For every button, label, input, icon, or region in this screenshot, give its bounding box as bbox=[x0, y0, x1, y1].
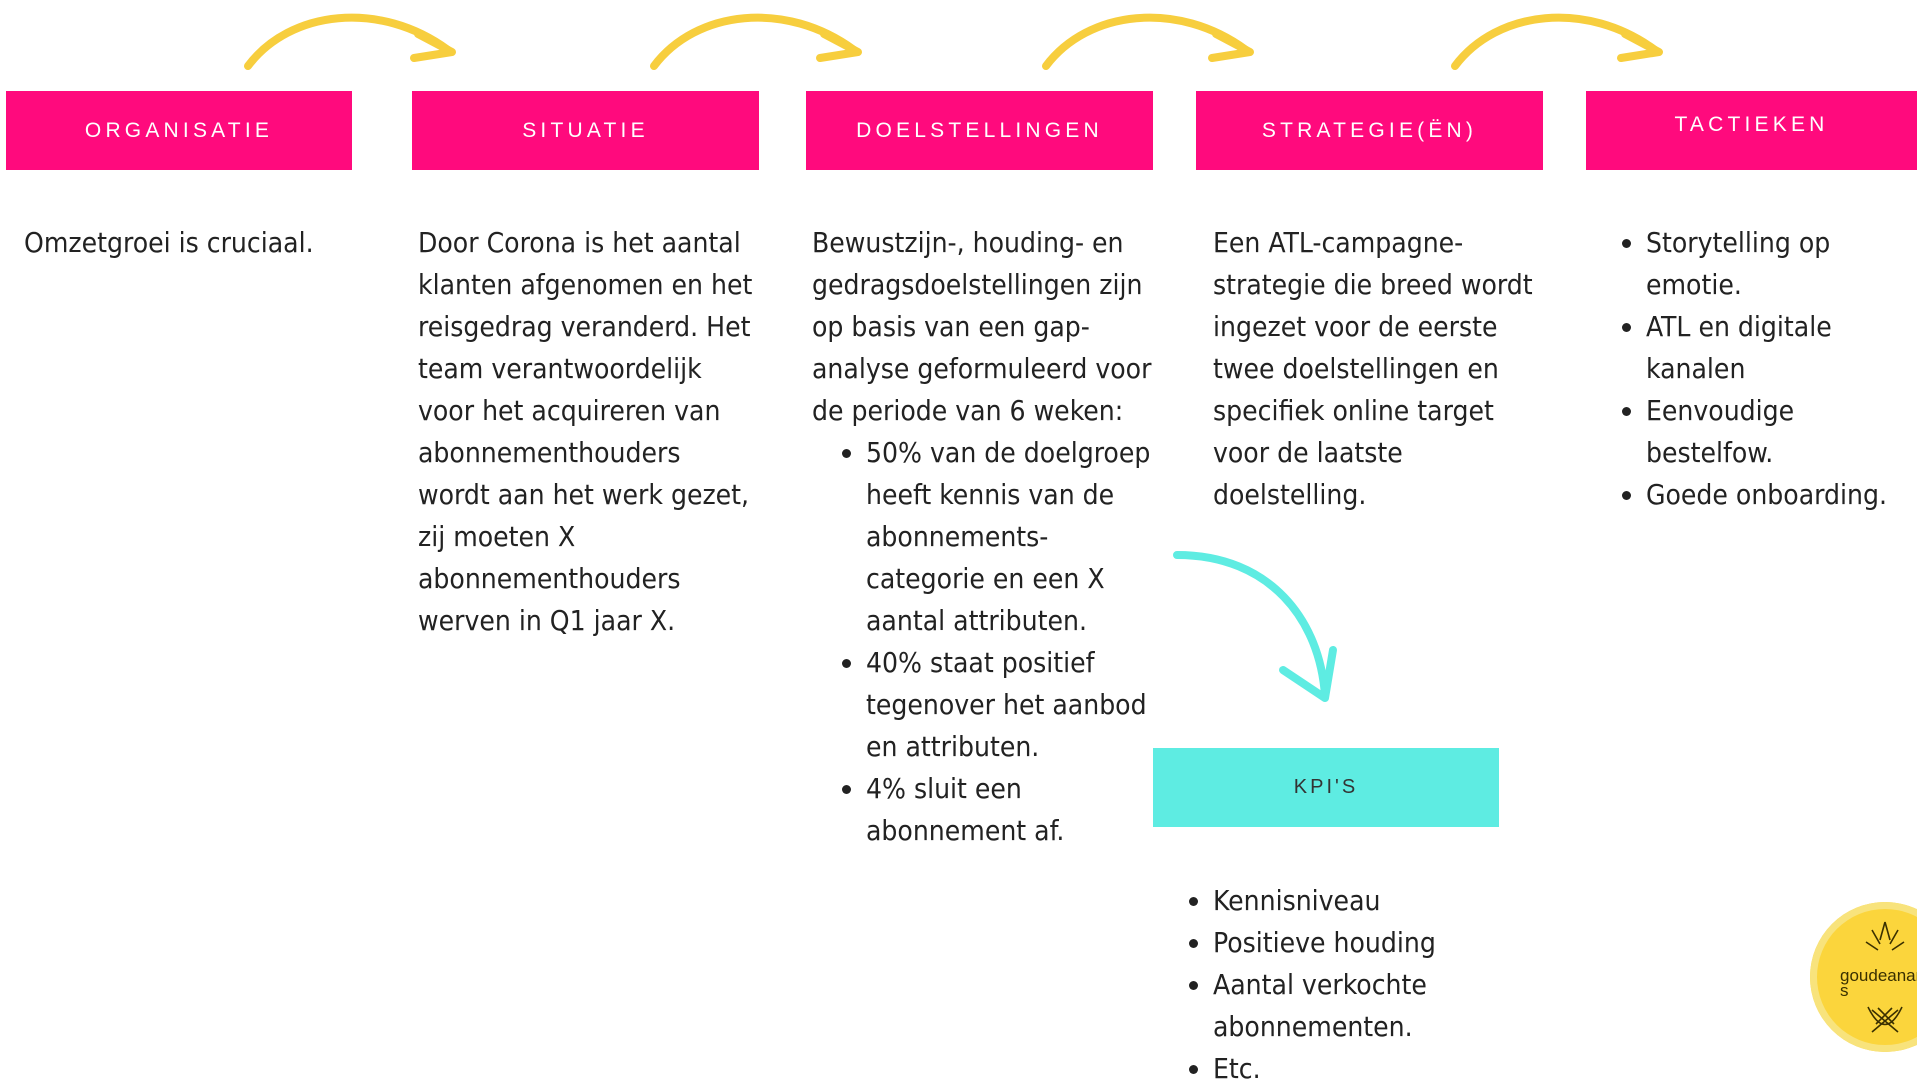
organisatie-paragraph: Omzetgroei is cruciaal. bbox=[24, 226, 314, 259]
doelstellingen-intro: Bewustzijn-, houding- en gedragsdoelstel… bbox=[812, 226, 1152, 427]
box-strategie-label: STRATEGIE(ËN) bbox=[1261, 118, 1478, 142]
list-item: Kennisniveau bbox=[1213, 880, 1499, 922]
arrow-icon bbox=[1451, 13, 1659, 70]
arrow-icon bbox=[1617, 30, 1663, 62]
box-strategie: STRATEGIE(ËN) bbox=[1196, 91, 1543, 170]
list-item: 50% van de doelgroep heeft kennis van de… bbox=[866, 432, 1152, 642]
box-organisatie: ORGANISATIE bbox=[6, 91, 352, 170]
arrow-icon bbox=[816, 30, 862, 62]
list-item: Eenvoudige bestelfow. bbox=[1646, 390, 1892, 474]
strategie-paragraph: Een ATL-campagne-strategie die breed wor… bbox=[1213, 226, 1533, 511]
list-item: Etc. bbox=[1213, 1048, 1499, 1090]
box-situatie: SITUATIE bbox=[412, 91, 759, 170]
situatie-paragraph: Door Corona is het aantal klanten afgeno… bbox=[418, 226, 753, 637]
box-situatie-label: SITUATIE bbox=[522, 118, 649, 142]
list-item: Goede onboarding. bbox=[1646, 474, 1892, 516]
list-item: Storytelling op emotie. bbox=[1646, 222, 1892, 306]
kpi-text: Kennisniveau Positieve houding Aantal ve… bbox=[1159, 880, 1499, 1090]
box-kpis-label: KPI'S bbox=[1293, 776, 1359, 798]
logo-badge: goudeananas bbox=[1810, 902, 1917, 1052]
list-item: 40% staat positief tegenover het aanbod … bbox=[866, 642, 1152, 768]
box-kpis: KPI'S bbox=[1153, 748, 1499, 827]
arrow-icon bbox=[1042, 13, 1250, 70]
box-tactieken: TACTIEKEN bbox=[1586, 91, 1917, 170]
situatie-text: Door Corona is het aantal klanten afgeno… bbox=[418, 222, 758, 642]
strategie-text: Een ATL-campagne-strategie die breed wor… bbox=[1213, 222, 1543, 516]
arrow-icon bbox=[410, 30, 456, 62]
box-organisatie-label: ORGANISATIE bbox=[84, 118, 274, 142]
kpi-list: Kennisniveau Positieve houding Aantal ve… bbox=[1159, 880, 1499, 1090]
arrow-icon bbox=[650, 13, 858, 70]
logo-text: goudeananas bbox=[1840, 966, 1917, 1000]
tactieken-text: Storytelling op emotie. ATL en digitale … bbox=[1592, 222, 1892, 516]
arrow-icon bbox=[244, 13, 452, 70]
arrow-icon bbox=[1208, 30, 1254, 62]
box-doelstellingen: DOELSTELLINGEN bbox=[806, 91, 1153, 170]
box-tactieken-label: TACTIEKEN bbox=[1674, 113, 1829, 136]
kpi-arrow-icon bbox=[1279, 646, 1337, 702]
tactieken-list: Storytelling op emotie. ATL en digitale … bbox=[1592, 222, 1892, 516]
doelstellingen-list: 50% van de doelgroep heeft kennis van de… bbox=[812, 432, 1152, 852]
list-item: 4% sluit een abonnement af. bbox=[866, 768, 1152, 852]
organisatie-text: Omzetgroei is cruciaal. bbox=[24, 222, 354, 264]
list-item: Aantal verkochte abonnementen. bbox=[1213, 964, 1499, 1048]
pineapple-icon bbox=[1865, 921, 1905, 1033]
list-item: Positieve houding bbox=[1213, 922, 1499, 964]
kpi-arrow-icon bbox=[1173, 551, 1329, 700]
doelstellingen-text: Bewustzijn-, houding- en gedragsdoelstel… bbox=[812, 222, 1152, 852]
box-doelstellingen-label: DOELSTELLINGEN bbox=[856, 118, 1103, 142]
list-item: ATL en digitale kanalen bbox=[1646, 306, 1892, 390]
